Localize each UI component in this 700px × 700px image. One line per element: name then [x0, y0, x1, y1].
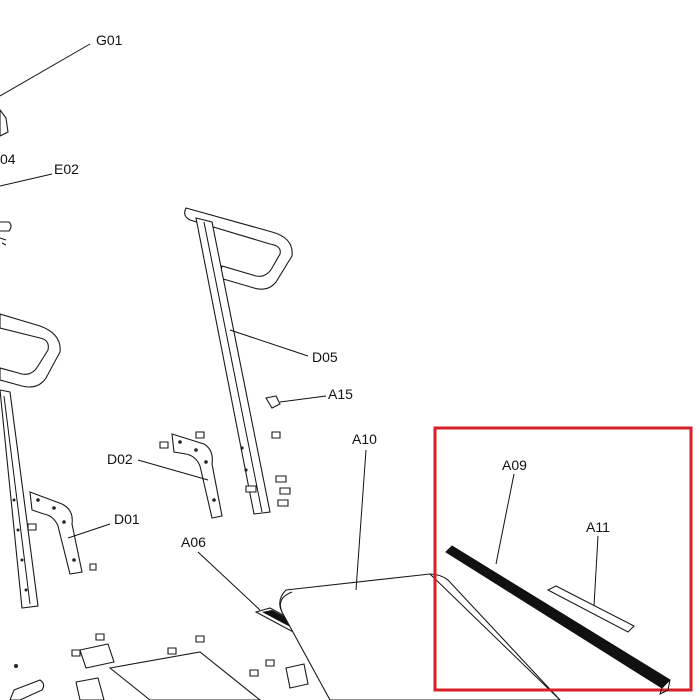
part-d02-bracket: [159, 431, 223, 519]
part-g01: [0, 43, 91, 137]
leader-e02: [0, 173, 53, 187]
label-a11: A11: [586, 519, 610, 535]
label-d01: D01: [114, 511, 140, 527]
leader-a06: [197, 551, 261, 611]
part-e02-bolt: [0, 221, 12, 246]
parts-bottom-left: [9, 633, 309, 700]
part-d05-handrail: [184, 207, 293, 515]
label-e02: E02: [54, 161, 79, 177]
leader-a11: [593, 535, 599, 607]
leader-a09: [495, 473, 515, 565]
label-a15: A15: [328, 386, 353, 402]
label-d04: 04: [0, 151, 16, 167]
part-a11-strip: [546, 585, 635, 633]
part-a15: [265, 395, 327, 409]
label-d05: D05: [312, 349, 338, 365]
leader-d01: [67, 523, 111, 539]
label-a10: A10: [352, 431, 377, 447]
highlight-box: [433, 426, 693, 692]
part-a09-strip: [445, 545, 671, 695]
label-d02: D02: [107, 451, 133, 467]
part-left-handrail: [0, 313, 61, 609]
label-a09: A09: [502, 457, 527, 473]
leader-a10: [355, 449, 367, 591]
fasteners-d05: [245, 431, 291, 507]
leader-d05: [229, 329, 309, 357]
label-a06: A06: [181, 534, 206, 550]
part-d01-bracket: [27, 491, 97, 575]
leader-d02: [137, 459, 209, 481]
label-g01: G01: [96, 32, 123, 48]
